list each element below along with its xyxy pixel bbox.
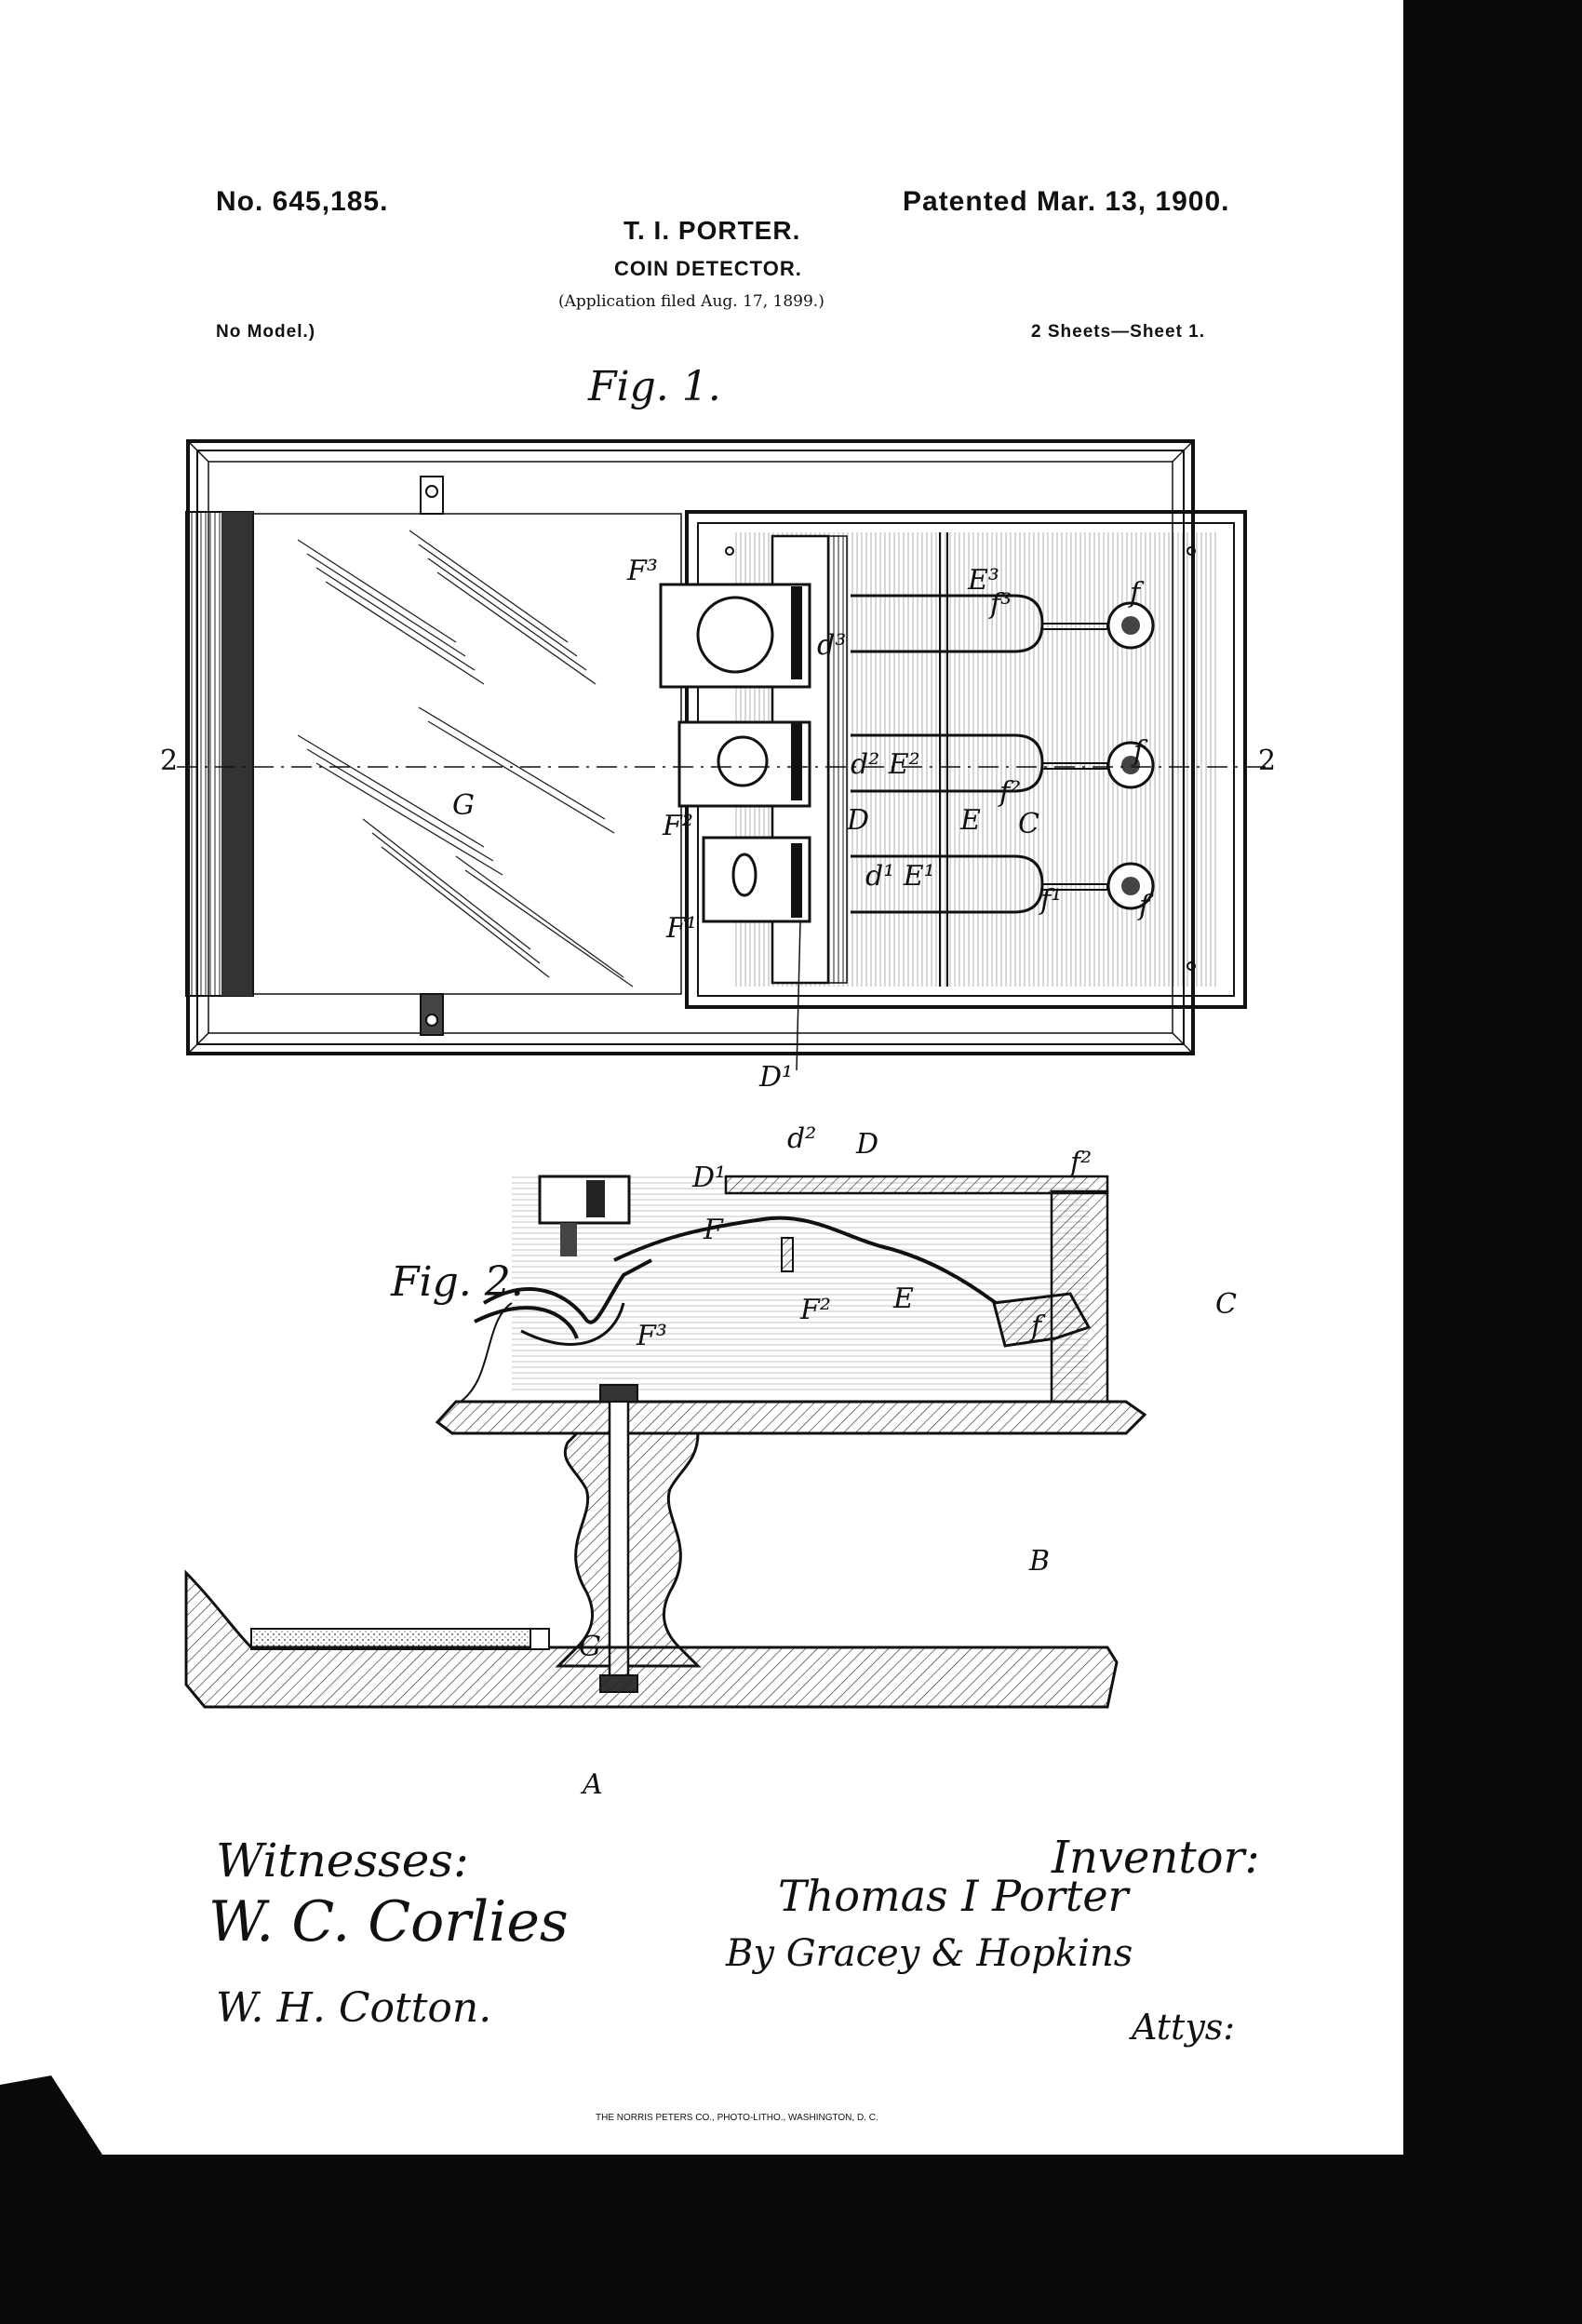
patented-date: Patented Mar. 13, 1900. — [903, 186, 1230, 217]
witness-2-signature: W. H. Cotton. — [216, 1984, 492, 2032]
fig2-label-f2: f² — [1070, 1147, 1093, 1179]
fig1-label-D1: D¹ — [759, 1061, 794, 1094]
model-note: No Model.) — [216, 322, 316, 342]
scan-corner-fold — [0, 2066, 102, 2155]
fig1-label-d3: d³ — [817, 629, 847, 662]
fig2-label-E: E — [893, 1283, 914, 1315]
fig2-caption: Fig. 2. — [391, 1258, 524, 1306]
fig2-label-F2: F² — [800, 1294, 831, 1326]
fig1-label-d1E1: d¹ E¹ — [865, 860, 935, 893]
figure-1-drawing — [177, 428, 1275, 1080]
fig1-label-E3: E³ — [968, 564, 999, 597]
fig2-label-f: f — [1031, 1310, 1042, 1343]
fig1-label-F1: F¹ — [666, 912, 697, 945]
figure-2-drawing — [177, 1163, 1247, 1759]
fig2-label-F3: F³ — [637, 1320, 667, 1352]
sheets-note: 2 Sheets—Sheet 1. — [1031, 322, 1206, 342]
printer-imprint: THE NORRIS PETERS CO., PHOTO-LITHO., WAS… — [596, 2113, 878, 2123]
fig1-caption: Fig. 1. — [588, 363, 721, 410]
fig2-label-F: F — [704, 1214, 723, 1246]
fig1-label-G: G — [452, 789, 475, 822]
fig1-label-D: D — [847, 804, 870, 837]
witnesses-label: Witnesses: — [216, 1834, 469, 1887]
fig1-label-f3: f³ — [990, 588, 1012, 621]
attorneys-label: Attys: — [1132, 2007, 1236, 2048]
fig1-label-section-right: 2 — [1258, 745, 1277, 777]
fig1-label-F3: F³ — [627, 555, 658, 587]
fig2-label-G: G — [579, 1631, 601, 1663]
fig1-label-f1: f¹ — [1040, 884, 1063, 917]
fig1-label-f-top: f — [1130, 577, 1141, 610]
fig2-label-D: D — [856, 1128, 879, 1161]
scan-border-right — [1403, 0, 1582, 2324]
inventor-name: T. I. PORTER. — [623, 216, 801, 245]
fig2-label-B: B — [1029, 1545, 1051, 1578]
fig1-label-F2: F² — [663, 810, 693, 842]
fig1-label-section-left: 2 — [160, 745, 179, 777]
fig1-label-f-bottom: f — [1139, 890, 1150, 922]
fig2-label-A: A — [583, 1768, 603, 1801]
fig2-label-d2: d² — [787, 1122, 817, 1155]
fig1-label-E: E — [960, 804, 981, 837]
invention-title: COIN DETECTOR. — [614, 257, 802, 280]
patent-number: No. 645,185. — [216, 186, 389, 217]
by-attorneys: By Gracey & Hopkins — [726, 1932, 1133, 1975]
scan-border-bottom — [0, 2155, 1582, 2324]
fig2-label-D1: D¹ — [692, 1162, 727, 1194]
witness-1-signature: W. C. Corlies — [208, 1889, 569, 1955]
fig1-label-d2E2: d² E² — [851, 748, 920, 781]
application-filed: (Application filed Aug. 17, 1899.) — [558, 292, 825, 311]
fig1-label-C: C — [1018, 808, 1039, 840]
fig1-label-f2: f² — [999, 776, 1022, 809]
fig2-label-C: C — [1215, 1288, 1237, 1321]
fig1-label-f-mid: f — [1133, 735, 1145, 768]
inventor-label: Inventor: — [1052, 1832, 1260, 1884]
inventor-signature: Thomas I Porter — [778, 1871, 1129, 1921]
